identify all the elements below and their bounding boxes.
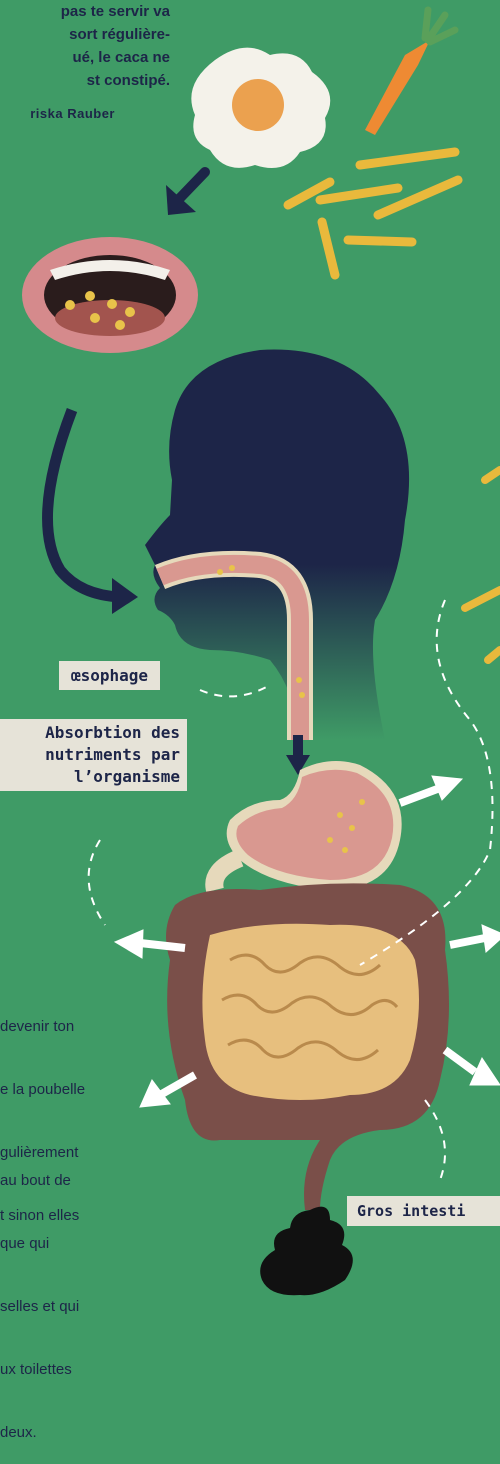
arrow-down-right-icon bbox=[445, 1050, 500, 1085]
open-mouth-icon bbox=[22, 237, 198, 353]
side-text-line: e la poubelle bbox=[0, 1079, 85, 1100]
duodenum bbox=[214, 858, 240, 890]
label-absorption-line: l’organisme bbox=[7, 766, 180, 788]
head-silhouette bbox=[145, 350, 409, 740]
label-oesophage: œsophage bbox=[59, 661, 160, 690]
side-text-line: ux toilettes bbox=[0, 1359, 79, 1380]
intro-line: pas te servir va bbox=[0, 0, 170, 23]
fried-egg-icon bbox=[191, 48, 330, 168]
large-intestine bbox=[166, 883, 449, 1210]
arrow-up-right-icon bbox=[400, 776, 462, 803]
arrow-down-left-icon bbox=[166, 172, 205, 215]
carrot-icon bbox=[365, 10, 455, 135]
side-text-line: devenir ton bbox=[0, 1016, 85, 1037]
label-absorption-line: Absorbtion des bbox=[7, 722, 180, 744]
label-absorption-line: nutriments par bbox=[7, 744, 180, 766]
poop-icon bbox=[260, 1207, 353, 1296]
side-text-line: deux. bbox=[0, 1422, 79, 1443]
arrow-curve-icon bbox=[48, 410, 139, 614]
stomach bbox=[227, 761, 402, 890]
side-text-line: que qui bbox=[0, 1233, 79, 1254]
arrow-right-icon bbox=[450, 925, 500, 952]
side-text-line: selles et qui bbox=[0, 1296, 79, 1317]
intro-text: pas te servir va sort régulière- ué, le … bbox=[0, 0, 170, 92]
french-fries-icon bbox=[288, 152, 458, 275]
intro-line: sort régulière- bbox=[0, 23, 170, 46]
fries-edge-icon bbox=[465, 470, 500, 660]
side-text-2: au bout de que qui selles et qui ux toil… bbox=[0, 1128, 79, 1464]
label-absorption: Absorbtion des nutriments par l’organism… bbox=[0, 719, 187, 791]
intro-line: ué, le caca ne bbox=[0, 46, 170, 69]
label-gros-intestin: Gros intesti bbox=[347, 1196, 500, 1226]
intro-line: st constipé. bbox=[0, 69, 170, 92]
side-text-line: au bout de bbox=[0, 1170, 79, 1191]
author-credit: riska Rauber bbox=[0, 106, 115, 121]
